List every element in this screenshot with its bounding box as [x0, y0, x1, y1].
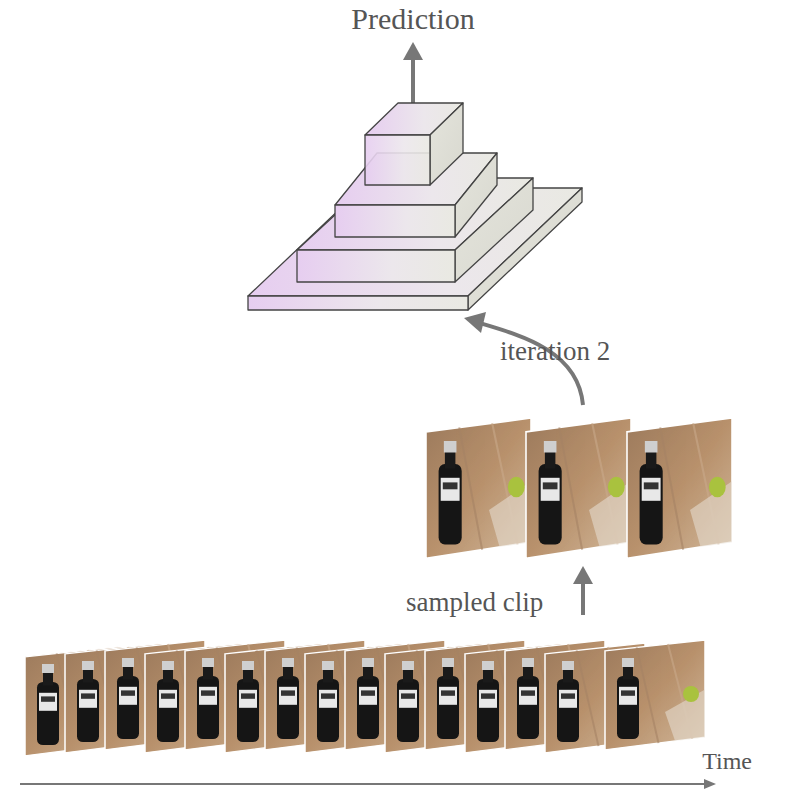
output-label: Prediction	[351, 2, 474, 35]
arrow-head	[403, 42, 423, 60]
axis-label: Time	[702, 748, 752, 774]
network-pyramid	[248, 103, 582, 310]
time-axis	[20, 783, 706, 785]
arrow-head	[704, 779, 716, 789]
clip-label: sampled clip	[406, 588, 543, 618]
arrow-head	[464, 312, 486, 333]
iteration-label: iteration 2	[500, 337, 610, 367]
video-frames	[25, 640, 705, 756]
arrow-head	[573, 566, 593, 584]
sampled-clip-frames	[426, 418, 732, 558]
